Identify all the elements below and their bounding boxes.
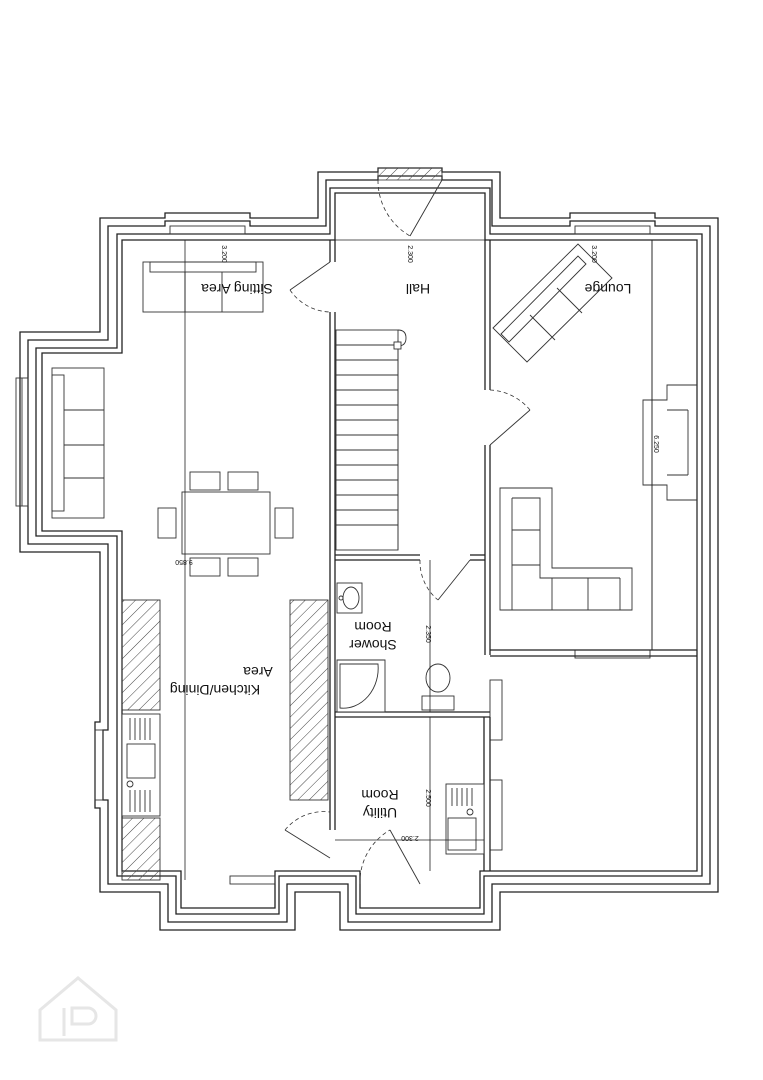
kitchen-sink (126, 718, 156, 812)
kitchen-island (289, 599, 329, 801)
sitting-width-dim: 3.200 (220, 245, 227, 263)
doors (284, 261, 531, 885)
shower-tray (336, 659, 386, 713)
dining-table (157, 471, 294, 577)
fireplace (642, 384, 697, 501)
shower-length-dim: 2.350 (424, 625, 431, 643)
watermark-logo (38, 976, 118, 1042)
kitchen-dining-label-line2: Area (243, 664, 273, 680)
kitchen-sofa (51, 367, 105, 519)
utility-room-label-line2: Room (361, 787, 398, 803)
kitchen-length-dim: 9.850 (175, 558, 193, 565)
hall-width-dim: 2.300 (406, 245, 413, 263)
utility-width-dim: 2.300 (401, 834, 419, 841)
shower-room-label-line2: Room (354, 619, 391, 635)
lounge-diagonal-sofa (492, 243, 613, 363)
lounge-width-dim: 3.200 (590, 245, 597, 263)
kitchen-counter-left (121, 599, 161, 881)
lounge-label: Lounge (584, 281, 631, 297)
sitting-area-sofa (142, 261, 264, 313)
dimension-lines (122, 239, 697, 880)
hall-label: Hall (406, 281, 430, 297)
utility-length-dim: 2.500 (424, 789, 431, 807)
shower-basin (336, 582, 363, 614)
windows (15, 225, 651, 885)
shower-room-label-line1: Shower (349, 637, 397, 653)
internal-walls (329, 240, 698, 871)
kitchen-dining-label-line1: Kitchen/Dining (170, 682, 260, 698)
front-door (377, 167, 443, 237)
lounge-length-dim: 6.250 (652, 435, 659, 453)
utility-room-label-line1: Utility (363, 805, 397, 821)
staircase (335, 329, 407, 551)
sitting-area-label: Sitting Area (201, 281, 273, 297)
toilet (421, 663, 455, 711)
dimension-labels: 3.200 2.300 3.200 6.250 9.850 2.350 2.50… (175, 245, 659, 841)
utility-sink (445, 783, 485, 855)
room-labels: Sitting Area Hall Lounge Kitchen/Dining … (170, 281, 632, 821)
lounge-corner-sofa (499, 487, 633, 611)
